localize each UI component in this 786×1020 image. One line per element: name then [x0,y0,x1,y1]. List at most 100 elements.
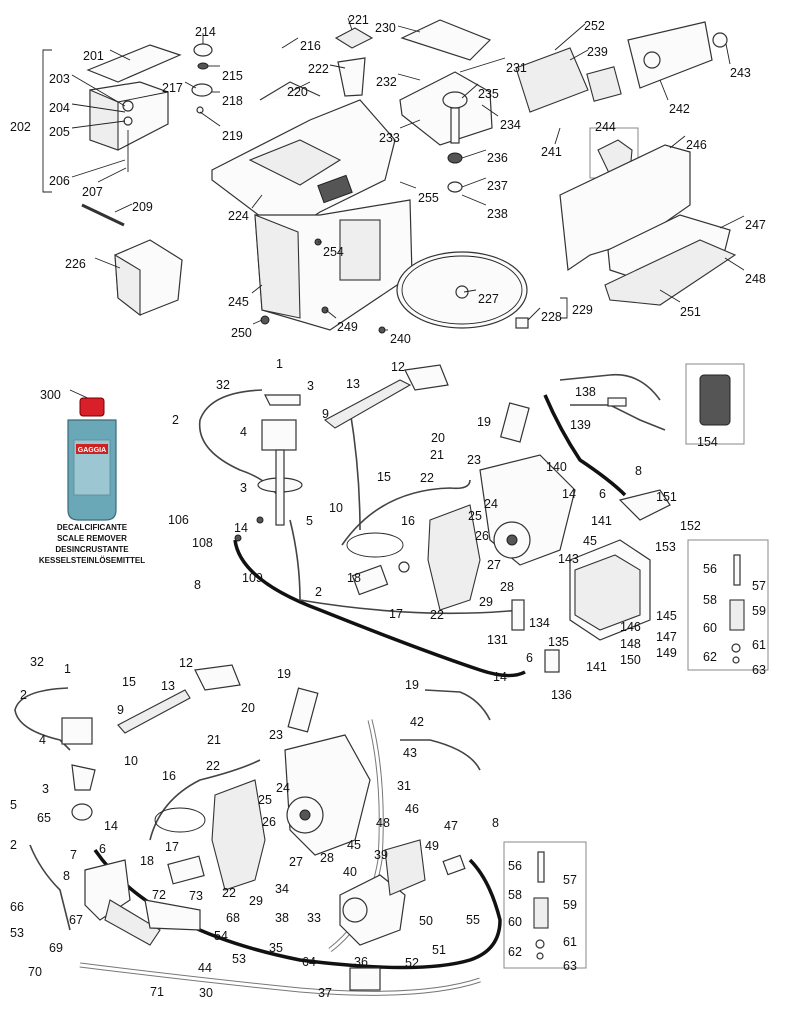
part-label-134: 134 [529,616,550,630]
bottle-label-line-4: KESSELSTEINLÖSEMITTEL [39,556,145,565]
part-label-214: 214 [195,25,216,39]
part-label-34: 34 [275,882,289,896]
part-label-64: 64 [302,955,316,969]
part-label-17: 17 [389,607,403,621]
part-label-8: 8 [194,578,201,592]
part-label-228: 228 [541,310,562,324]
part-label-249: 249 [337,320,358,334]
part-label-29: 29 [479,595,493,609]
part-label-206: 206 [49,174,70,188]
part-label-233: 233 [379,131,400,145]
part-label-63: 63 [752,663,766,677]
part-label-246: 246 [686,138,707,152]
part-label-70: 70 [28,965,42,979]
part-label-234: 234 [500,118,521,132]
part-label-16: 16 [162,769,176,783]
part-label-247: 247 [745,218,766,232]
part-label-72: 72 [152,888,166,902]
part-label-13: 13 [346,377,360,391]
part-label-23: 23 [269,728,283,742]
part-label-17: 17 [165,840,179,854]
part-label-18: 18 [140,854,154,868]
part-label-12: 12 [391,360,405,374]
part-label-235: 235 [478,87,499,101]
part-label-60: 60 [508,915,522,929]
part-label-145: 145 [656,609,677,623]
part-label-9: 9 [117,703,124,717]
part-label-45: 45 [583,534,597,548]
part-label-42: 42 [410,715,424,729]
part-label-15: 15 [377,470,391,484]
part-label-24: 24 [484,497,498,511]
part-label-62: 62 [703,650,717,664]
part-label-55: 55 [466,913,480,927]
part-label-27: 27 [487,558,501,572]
part-label-106: 106 [168,513,189,527]
part-label-54: 54 [214,929,228,943]
part-label-2: 2 [315,585,322,599]
part-label-14: 14 [562,487,576,501]
part-label-251: 251 [680,305,701,319]
part-label-4: 4 [240,425,247,439]
part-label-19: 19 [405,678,419,692]
part-label-36: 36 [354,955,368,969]
part-label-58: 58 [703,593,717,607]
part-label-1: 1 [276,357,283,371]
part-label-25: 25 [258,793,272,807]
part-label-218: 218 [222,94,243,108]
part-label-226: 226 [65,257,86,271]
part-label-8: 8 [635,464,642,478]
part-label-227: 227 [478,292,499,306]
part-label-6: 6 [526,651,533,665]
part-label-231: 231 [506,61,527,75]
part-label-139: 139 [570,418,591,432]
part-label-141: 141 [591,514,612,528]
part-label-244: 244 [595,120,616,134]
part-label-205: 205 [49,125,70,139]
part-label-250: 250 [231,326,252,340]
part-label-237: 237 [487,179,508,193]
bottle-label-line-1: DECALCIFICANTE [57,523,128,532]
part-label-44: 44 [198,961,212,975]
part-label-140: 140 [546,460,567,474]
part-label-146: 146 [620,620,641,634]
part-label-148: 148 [620,637,641,651]
part-label-13: 13 [161,679,175,693]
part-label-56: 56 [508,859,522,873]
part-label-3: 3 [307,379,314,393]
part-label-22: 22 [222,886,236,900]
part-label-19: 19 [277,667,291,681]
part-label-141: 141 [586,660,607,674]
part-label-37: 37 [318,986,332,1000]
part-label-56: 56 [703,562,717,576]
part-label-7: 7 [70,848,77,862]
part-label-43: 43 [403,746,417,760]
part-label-254: 254 [323,245,344,259]
part-label-4: 4 [39,733,46,747]
part-label-22: 22 [430,608,444,622]
part-label-6: 6 [599,487,606,501]
part-label-201: 201 [83,49,104,63]
part-label-131: 131 [487,633,508,647]
part-label-27: 27 [289,855,303,869]
part-label-243: 243 [730,66,751,80]
part-label-239: 239 [587,45,608,59]
part-label-151: 151 [656,490,677,504]
part-label-73: 73 [189,889,203,903]
part-label-3: 3 [42,782,49,796]
part-label-138: 138 [575,385,596,399]
part-label-154: 154 [697,435,718,449]
part-label-240: 240 [390,332,411,346]
part-label-23: 23 [467,453,481,467]
part-label-69: 69 [49,941,63,955]
part-label-67: 67 [69,913,83,927]
part-label-61: 61 [563,935,577,949]
part-label-20: 20 [241,701,255,715]
part-label-39: 39 [374,848,388,862]
part-label-21: 21 [207,733,221,747]
part-label-14: 14 [104,819,118,833]
part-label-58: 58 [508,888,522,902]
bottle-label-line-2: SCALE REMOVER [57,534,127,543]
